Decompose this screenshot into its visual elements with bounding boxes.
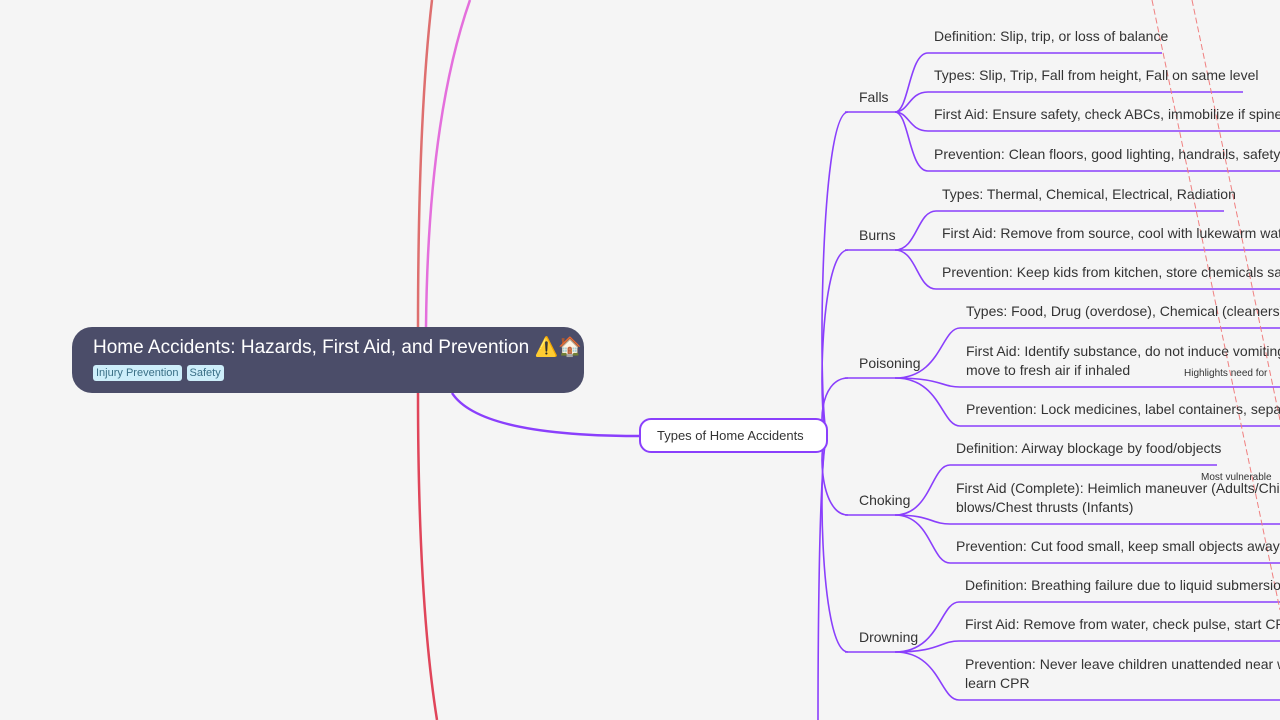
leaf-node[interactable]: First Aid: Remove from source, cool with… [942, 225, 1280, 241]
leaf-node[interactable]: Types: Food, Drug (overdose), Chemical (… [966, 303, 1280, 319]
annotation-note: Most vulnerable [1201, 472, 1272, 483]
category-poisoning[interactable]: Poisoning [859, 355, 921, 371]
connector-leaf [894, 52, 1162, 113]
connector-leaf [894, 327, 1280, 379]
connector-leaf [894, 377, 1280, 427]
branch-types-of-home-accidents[interactable]: Types of Home Accidents [639, 418, 828, 453]
category-burns[interactable]: Burns [859, 227, 896, 243]
tag-safety[interactable]: Safety [186, 365, 224, 381]
leaf-node[interactable]: First Aid: Remove from water, check puls… [965, 616, 1280, 632]
connector-leaf [894, 210, 1224, 251]
leaf-node[interactable]: Prevention: Clean floors, good lighting,… [934, 146, 1280, 162]
leaf-node[interactable]: Definition: Breathing failure due to liq… [965, 577, 1280, 593]
connector-leaf [894, 377, 1280, 388]
root-node[interactable]: Home Accidents: Hazards, First Aid, and … [72, 327, 584, 393]
leaf-node[interactable]: Prevention: Cut food small, keep small o… [956, 538, 1280, 554]
leaf-node[interactable]: Prevention: Never leave children unatten… [965, 656, 1280, 691]
connector-branch-category [821, 111, 849, 437]
category-falls[interactable]: Falls [859, 89, 889, 105]
leaf-node[interactable]: First Aid: Identify substance, do not in… [966, 343, 1280, 378]
connector-branch-category [821, 249, 849, 437]
warning-house-emoji-icon: ⚠️🏠 [534, 337, 582, 358]
leaf-node[interactable]: Types: Slip, Trip, Fall from height, Fal… [934, 67, 1259, 83]
connector-leaf [894, 601, 1280, 653]
leaf-node[interactable]: Prevention: Keep kids from kitchen, stor… [942, 264, 1280, 280]
category-drowning[interactable]: Drowning [859, 629, 919, 645]
category-choking[interactable]: Choking [859, 492, 911, 508]
connector-leaf [894, 514, 1280, 564]
connector-leaf [894, 91, 1243, 113]
root-title: Home Accidents: Hazards, First Aid, and … [93, 337, 582, 358]
leaf-node[interactable]: First Aid: Ensure safety, check ABCs, im… [934, 106, 1280, 122]
connector-root-branch [450, 392, 640, 438]
connector-leaf [894, 249, 1280, 290]
connector-leaf [894, 651, 1280, 701]
leaf-node[interactable]: Prevention: Lock medicines, label contai… [966, 401, 1280, 417]
connector-pink [424, 0, 472, 328]
connector-leaf [894, 514, 1280, 525]
annotation-note: Highlights need for [1184, 368, 1268, 379]
leaf-node[interactable]: Types: Thermal, Chemical, Electrical, Ra… [942, 186, 1236, 202]
leaf-node[interactable]: Definition: Airway blockage by food/obje… [956, 440, 1222, 456]
connector-branch-category [821, 435, 849, 653]
connector-leaf [894, 111, 1280, 172]
connector-leaf [894, 640, 1280, 653]
dashed-relation [1151, 0, 1280, 611]
connector-leaf [894, 111, 1280, 132]
connector-branch-category [821, 435, 849, 516]
connector-salmon [416, 0, 434, 331]
connector-leaf [894, 464, 1217, 516]
leaf-node[interactable]: First Aid (Complete): Heimlich maneuver … [956, 480, 1280, 515]
connector-red [416, 392, 439, 720]
leaf-node[interactable]: Definition: Slip, trip, or loss of balan… [934, 28, 1169, 44]
tag-injury-prevention[interactable]: Injury Prevention [93, 365, 182, 381]
